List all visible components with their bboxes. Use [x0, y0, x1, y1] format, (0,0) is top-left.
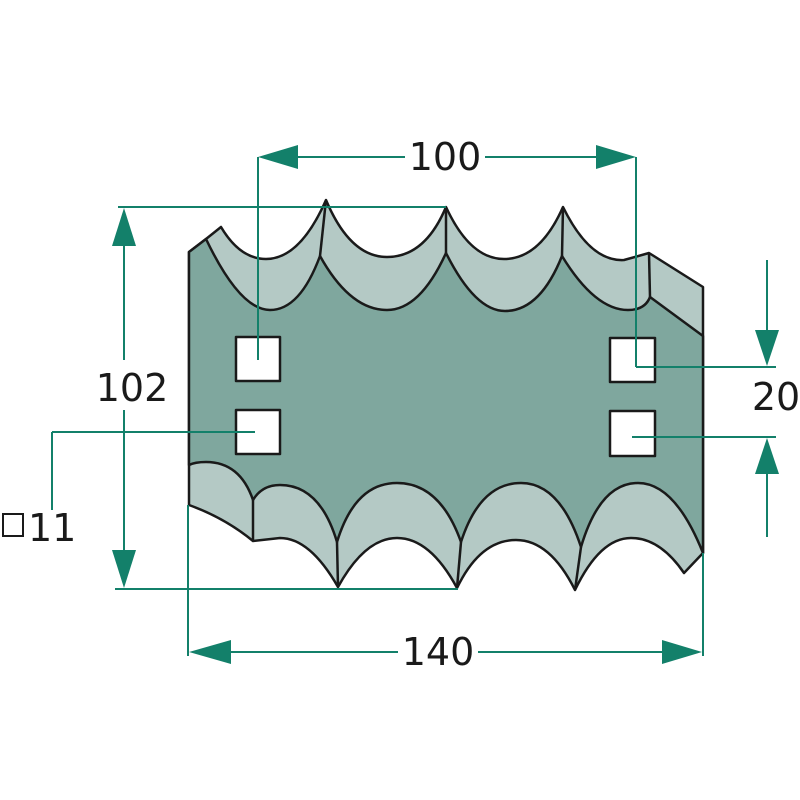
square-symbol-icon	[2, 513, 24, 537]
arrow-up-icon	[755, 438, 779, 474]
arrow-left-icon	[189, 640, 231, 664]
arrow-down-icon	[755, 330, 779, 366]
dimension-140: 140	[187, 505, 704, 674]
arrow-left-icon	[258, 145, 298, 169]
dimension-hole-size: 11	[2, 431, 255, 550]
dimension-label-102: 102	[96, 366, 169, 410]
square-hole-bottom-right	[608, 409, 657, 458]
arrow-right-icon	[662, 640, 702, 664]
blade-face	[187, 237, 705, 555]
dimension-100: 100	[257, 135, 637, 367]
square-hole-top-right	[608, 336, 657, 384]
dimension-label-100: 100	[409, 135, 482, 179]
bevel-ridges	[251, 199, 652, 591]
dimension-label-140: 140	[402, 630, 475, 674]
arrow-up-icon	[112, 208, 136, 246]
dimension-102: 102	[96, 206, 458, 590]
dimension-label-11: 11	[28, 506, 76, 550]
arrow-right-icon	[596, 145, 636, 169]
dimension-20: 20	[632, 260, 800, 537]
arrow-down-icon	[112, 550, 136, 588]
dimension-label-20: 20	[752, 375, 800, 419]
